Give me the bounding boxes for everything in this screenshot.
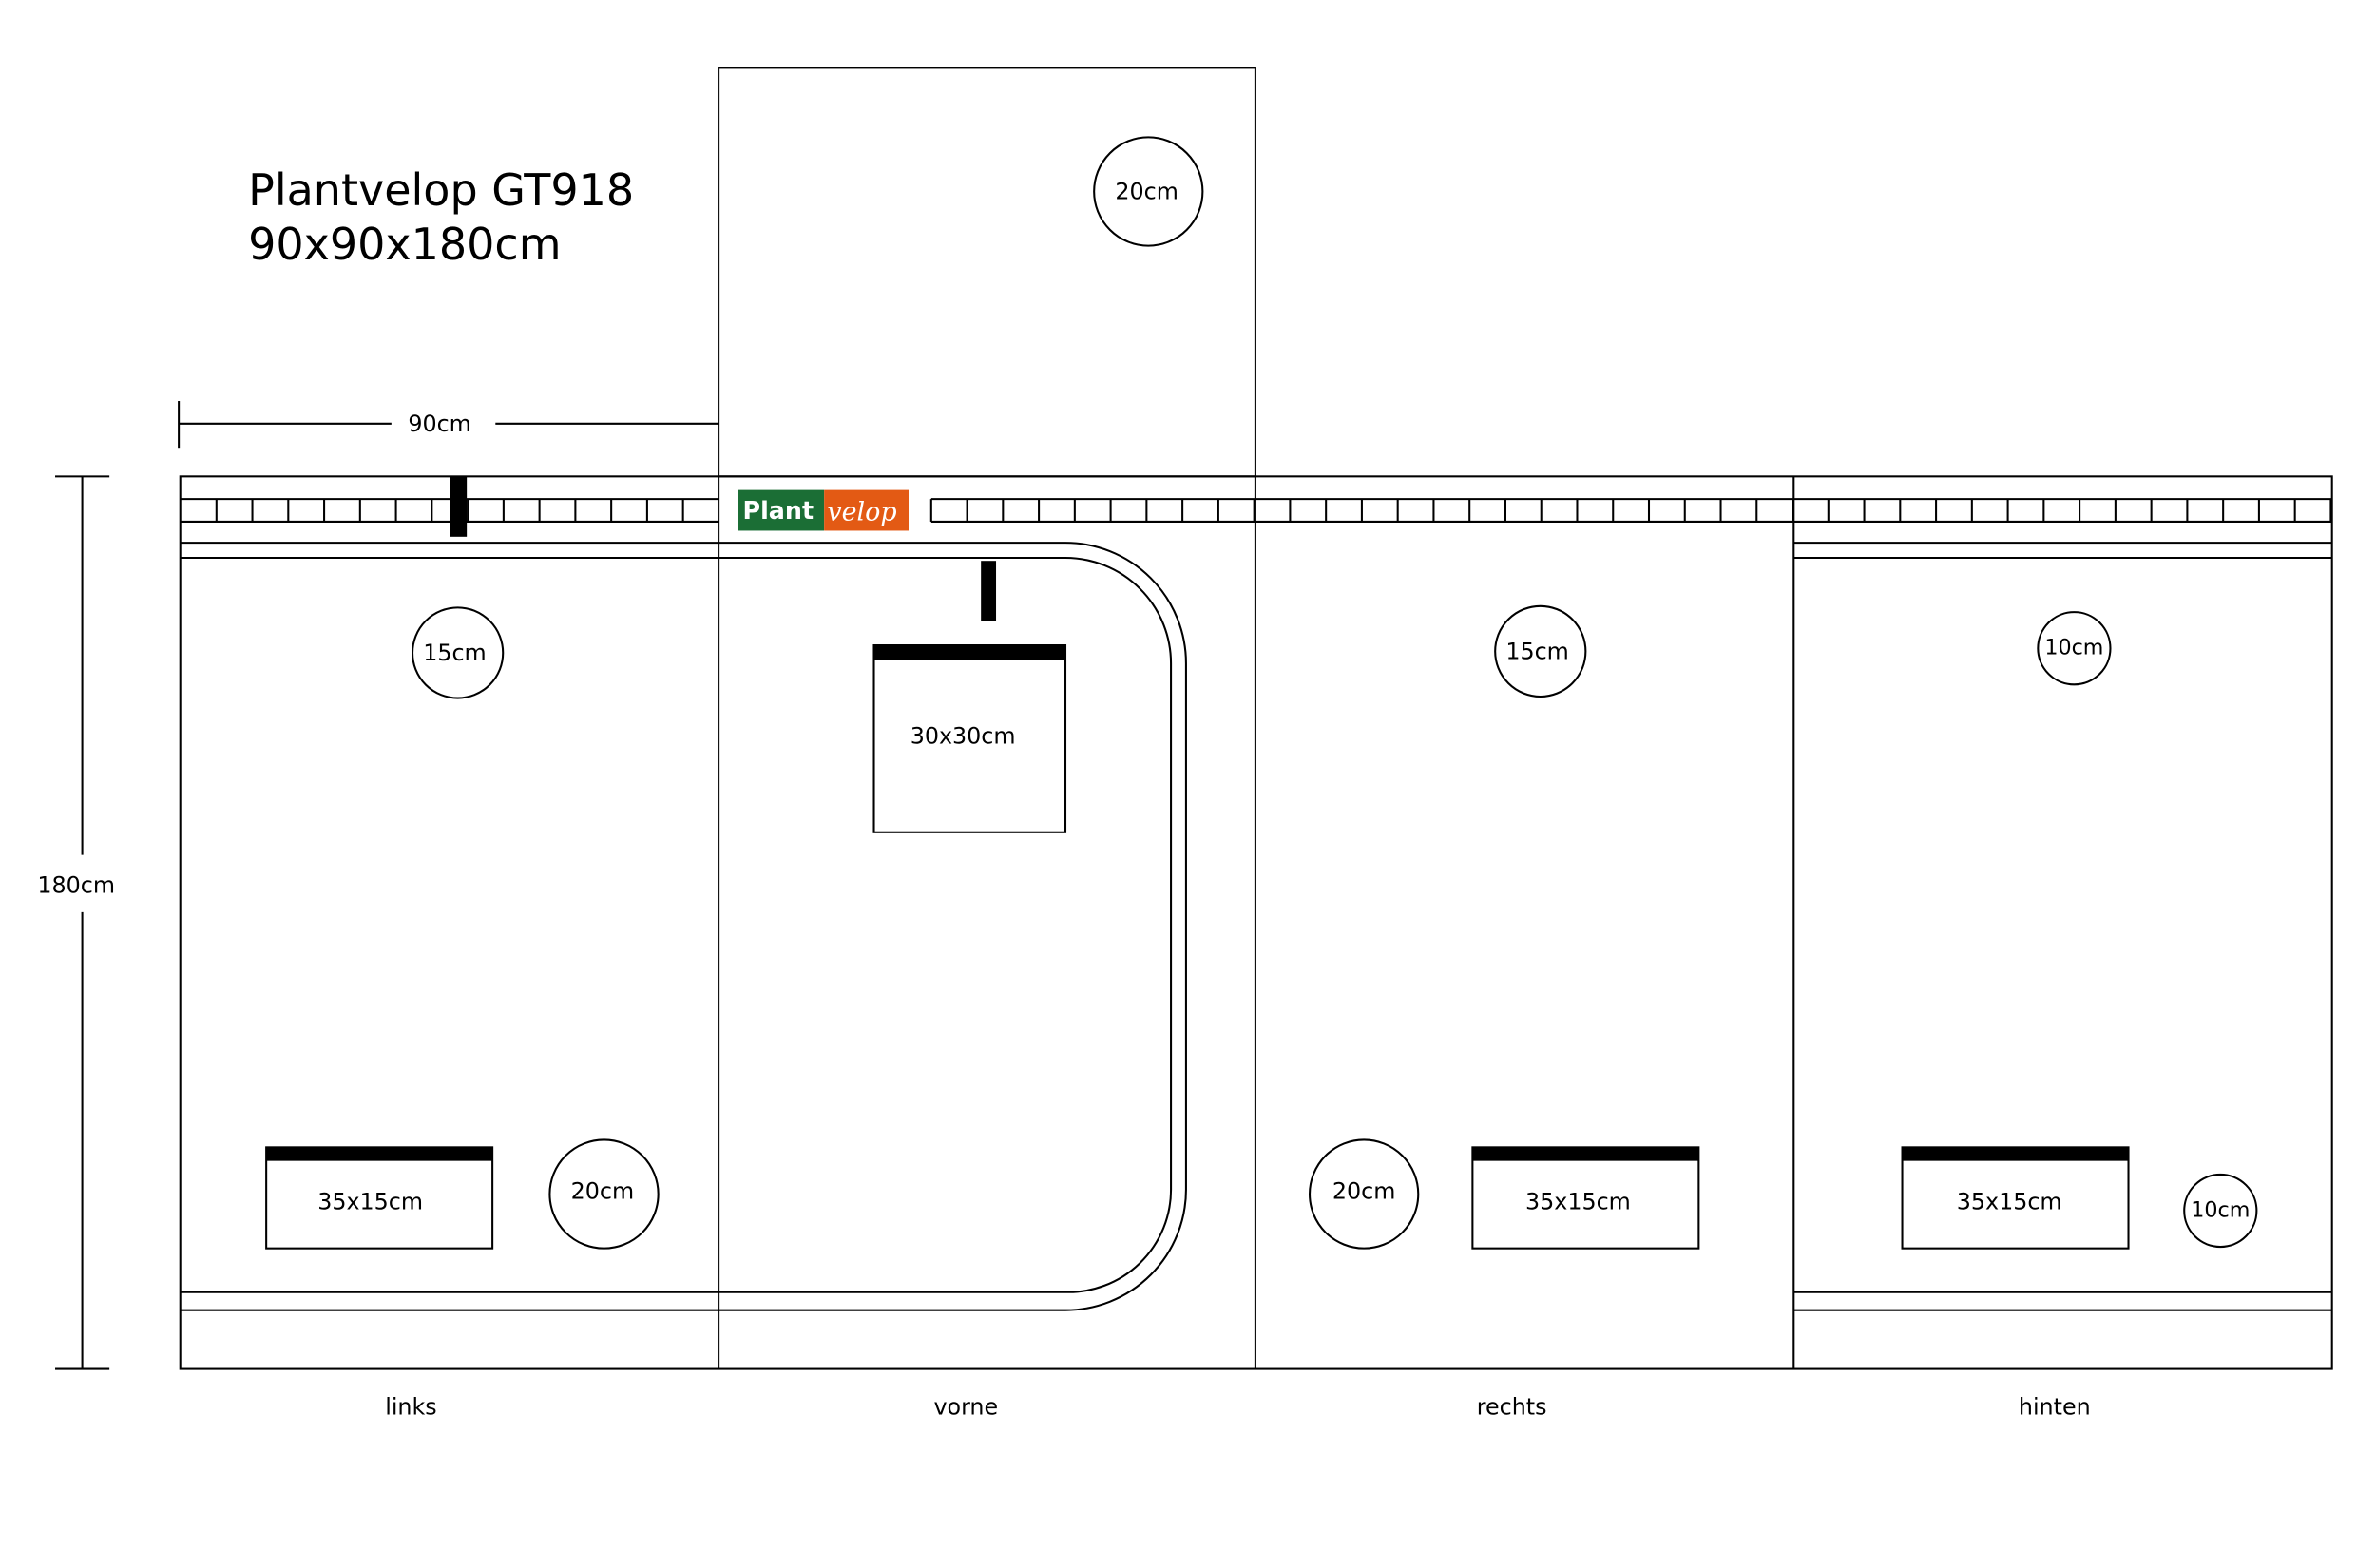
window-label: 35x15cm <box>317 1189 423 1215</box>
panel-label-hinten: hinten <box>2019 1393 2091 1420</box>
logo-text-plant: Plant <box>742 496 814 525</box>
vent-label: 20cm <box>571 1177 635 1204</box>
logo-text-velop: velop <box>827 497 896 526</box>
hinten-vent-bottom: 10cm <box>2183 1173 2258 1249</box>
roof-vent-label: 20cm <box>1115 179 1178 205</box>
window-label: 35x15cm <box>1957 1189 2062 1215</box>
door-zipper-inner <box>719 556 1173 1293</box>
frame-strip <box>180 498 2332 523</box>
width-label: 90cm <box>408 411 471 437</box>
width-dimension: 90cm <box>178 401 719 449</box>
logo-orange <box>824 489 910 531</box>
rechts-window: 35x15cm <box>1471 1146 1700 1250</box>
roof-vent: 20cm <box>1093 136 1204 247</box>
hinten-vent-top: 10cm <box>2037 611 2112 686</box>
panel-label-rechts: rechts <box>1477 1393 1547 1420</box>
title-line-1: Plantvelop GT918 <box>248 164 634 216</box>
roof-panel <box>718 67 1256 478</box>
panel-label-links: links <box>385 1393 436 1420</box>
strap <box>981 561 997 621</box>
hinten-window: 35x15cm <box>1901 1146 2130 1250</box>
logo-green <box>738 489 825 531</box>
rechts-vent-top: 15cm <box>1494 604 1587 698</box>
vent-label: 20cm <box>1332 1177 1396 1204</box>
plantvelop-logo: Plant velop <box>738 489 910 531</box>
zipper-lines <box>180 542 2332 1311</box>
strap <box>450 476 468 537</box>
vent-label: 10cm <box>2044 636 2103 660</box>
vent-label: 15cm <box>423 640 487 666</box>
vent-label: 15cm <box>1505 638 1569 664</box>
links-vent-bottom: 20cm <box>548 1138 660 1250</box>
height-dimension: 180cm <box>37 475 115 1370</box>
height-label: 180cm <box>37 871 115 898</box>
vorne-window: 30x30cm <box>872 644 1067 833</box>
vent-label: 10cm <box>2191 1197 2250 1222</box>
title-line-2: 90x90x180cm <box>248 219 561 270</box>
links-vent-top: 15cm <box>412 606 505 699</box>
door-zipper-outer <box>719 542 1187 1311</box>
links-window: 35x15cm <box>265 1146 494 1250</box>
vorne-window-label: 30x30cm <box>910 722 1016 749</box>
panel-label-vorne: vorne <box>933 1393 998 1420</box>
window-label: 35x15cm <box>1525 1189 1631 1215</box>
rechts-vent-bottom: 20cm <box>1308 1138 1420 1250</box>
